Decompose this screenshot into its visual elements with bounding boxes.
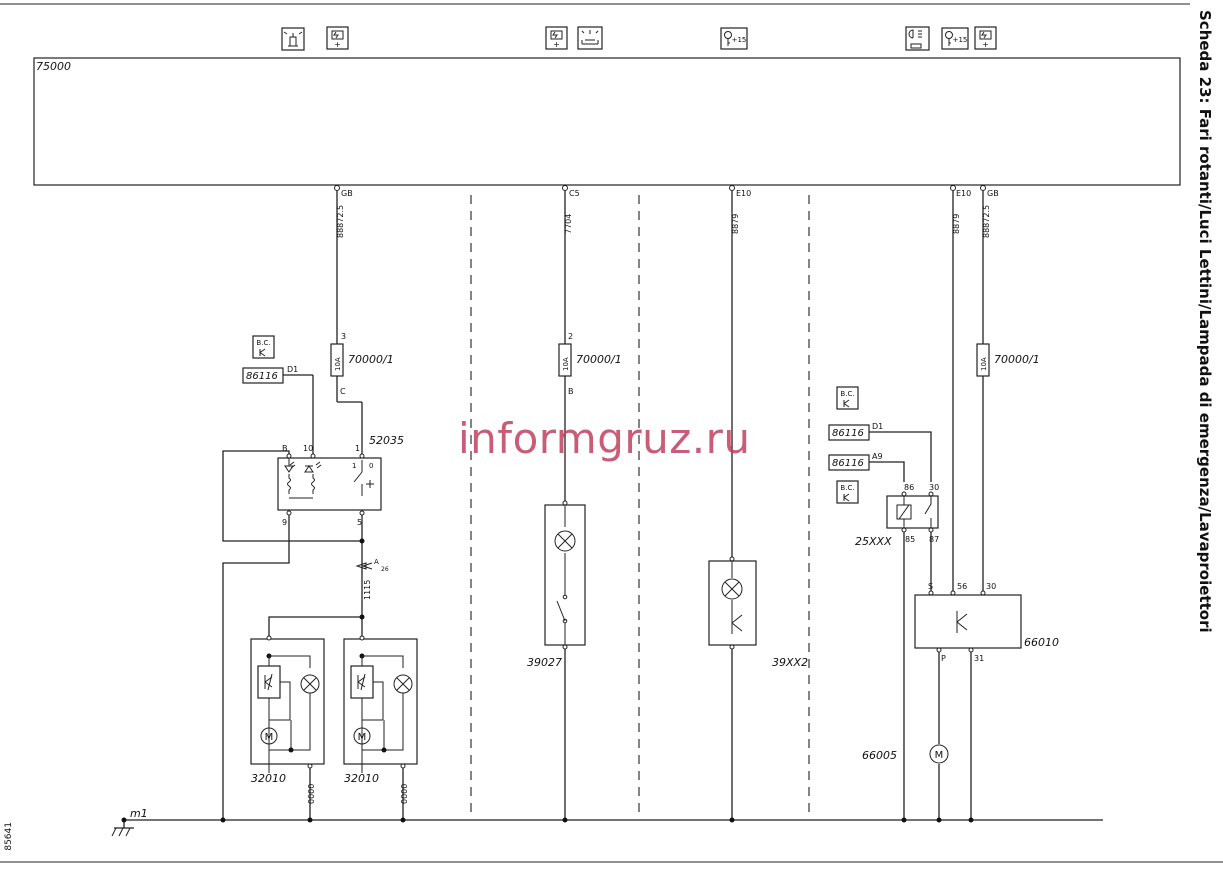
connector-gb-2: GB <box>987 189 999 198</box>
doc-number: 85641 <box>4 822 14 851</box>
connector-c5: C5 <box>569 189 580 198</box>
fuse1-rating: 10A <box>334 357 342 371</box>
svg-text:A: A <box>374 558 379 566</box>
rotating-beacon-icon <box>281 27 305 51</box>
label-39027: 39027 <box>527 656 562 669</box>
headlamp-washer-icon <box>905 26 930 51</box>
sheet-title: Scheda 23: Fari rotanti/Luci Lettini/Lam… <box>1196 10 1214 633</box>
bc-symbol-2 <box>836 386 859 410</box>
svg-text:M: M <box>935 750 944 761</box>
section-rotating-beacons: 88872.5 3 10A 70000/1 C B.C. 86116 D1 52… <box>222 191 418 820</box>
svg-text:26: 26 <box>381 566 389 573</box>
switch-52035-box <box>277 457 382 511</box>
label-66010: 66010 <box>1024 636 1059 649</box>
fuse1-id: 70000/1 <box>348 353 394 366</box>
svg-text:M: M <box>265 732 274 743</box>
wire-8879-b: 8879 <box>952 214 961 234</box>
rotating-beacon-32010-a <box>250 638 325 765</box>
label-32010-b: 32010 <box>344 772 379 785</box>
bc-symbol-1 <box>252 335 275 359</box>
svg-text:1: 1 <box>355 444 360 453</box>
label-39XX2: 39XX2 <box>772 656 808 669</box>
svg-text:30: 30 <box>929 483 939 492</box>
svg-text:5: 5 <box>357 518 362 527</box>
svg-text:30: 30 <box>986 582 996 591</box>
svg-text:B.C.: B.C. <box>840 390 854 398</box>
battery-plus-icon-3: + <box>974 26 997 50</box>
watermark: informgruz.ru <box>458 414 751 463</box>
svg-text:A9: A9 <box>872 452 883 461</box>
svg-text:+: + <box>553 40 560 49</box>
connector-e10-2: E10 <box>956 189 971 198</box>
svg-text:B.C.: B.C. <box>840 484 854 492</box>
ground-bus: m1 <box>111 807 1103 837</box>
svg-text:B: B <box>568 387 574 396</box>
ignition-15-label-2: +15 <box>953 36 968 44</box>
ground-m1: m1 <box>130 807 148 820</box>
bc-symbol-3 <box>836 480 859 504</box>
svg-text:+: + <box>334 40 341 49</box>
connector-e10-1: E10 <box>736 189 751 198</box>
label-25XXX: 25XXX <box>855 535 892 548</box>
ecu-connectors: GB C5 E10 E10 GB <box>334 185 999 198</box>
ignition-15-label: +15 <box>732 36 747 44</box>
relay-25XXX <box>886 495 939 529</box>
wire-0000-b: 0000 <box>400 784 409 804</box>
label-32010-a: 32010 <box>251 772 286 785</box>
svg-text:56: 56 <box>957 582 967 591</box>
svg-text:M: M <box>358 732 367 743</box>
ecu-75000-label: 75000 <box>36 60 71 73</box>
wire-8879-a: 8879 <box>731 214 740 234</box>
ecu-75000-box <box>33 57 1181 186</box>
wire-88872-1: 88872.5 <box>336 205 345 238</box>
section-bunk-lights: 7704 2 10A 70000/1 B 39027 <box>527 191 622 820</box>
svg-text:0: 0 <box>369 462 373 470</box>
wire-0000-a: 0000 <box>307 784 316 804</box>
svg-text:9: 9 <box>282 518 287 527</box>
battery-plus-icon: + <box>326 26 349 50</box>
svg-text:2: 2 <box>568 332 573 341</box>
svg-text:70000/1: 70000/1 <box>994 353 1040 366</box>
svg-text:10: 10 <box>303 444 313 453</box>
svg-text:10A: 10A <box>562 357 570 371</box>
bunk-light-icon <box>577 26 603 50</box>
svg-text:B: B <box>282 444 288 453</box>
svg-text:10A: 10A <box>980 357 988 371</box>
fuse1-pin-top: 3 <box>341 332 346 341</box>
svg-text:86116: 86116 <box>246 371 278 382</box>
svg-text:D1: D1 <box>872 422 883 431</box>
section-headlamp-washers: 8879 88872.5 10A 70000/1 B.C. 86116 D1 8… <box>828 191 1059 820</box>
washer-pump-motor <box>929 744 949 764</box>
wire-1115: 1115 <box>363 580 372 600</box>
svg-text:31: 31 <box>974 654 984 663</box>
washer-module-66010 <box>914 594 1022 649</box>
svg-text:87: 87 <box>929 535 939 544</box>
svg-text:D1: D1 <box>287 365 298 374</box>
svg-text:1: 1 <box>352 462 356 470</box>
ignition-key-icon-2: +15 <box>941 27 969 50</box>
svg-text:P: P <box>941 654 946 663</box>
wire-88872-2: 88872.5 <box>982 205 991 238</box>
svg-text:86116: 86116 <box>832 458 864 469</box>
svg-text:85: 85 <box>905 535 915 544</box>
svg-text:86116: 86116 <box>832 428 864 439</box>
svg-text:86: 86 <box>904 483 914 492</box>
fuse1-pin-bottom: C <box>340 387 346 396</box>
section-emergency-lamp: 8879 39XX2 <box>708 191 808 820</box>
connector-gb-1: GB <box>341 189 353 198</box>
function-icons: + + +15 +15 <box>281 26 997 51</box>
svg-text:B.C.: B.C. <box>256 339 270 347</box>
battery-plus-icon-2: + <box>545 26 568 50</box>
svg-text:S: S <box>928 582 933 591</box>
svg-text:70000/1: 70000/1 <box>576 353 622 366</box>
rotating-beacon-32010-b <box>343 638 418 765</box>
label-66005: 66005 <box>862 749 897 762</box>
switch-52035-label: 52035 <box>369 434 404 447</box>
svg-text:+: + <box>982 40 989 49</box>
ignition-key-icon: +15 <box>720 27 748 50</box>
wire-7704: 7704 <box>564 214 573 234</box>
